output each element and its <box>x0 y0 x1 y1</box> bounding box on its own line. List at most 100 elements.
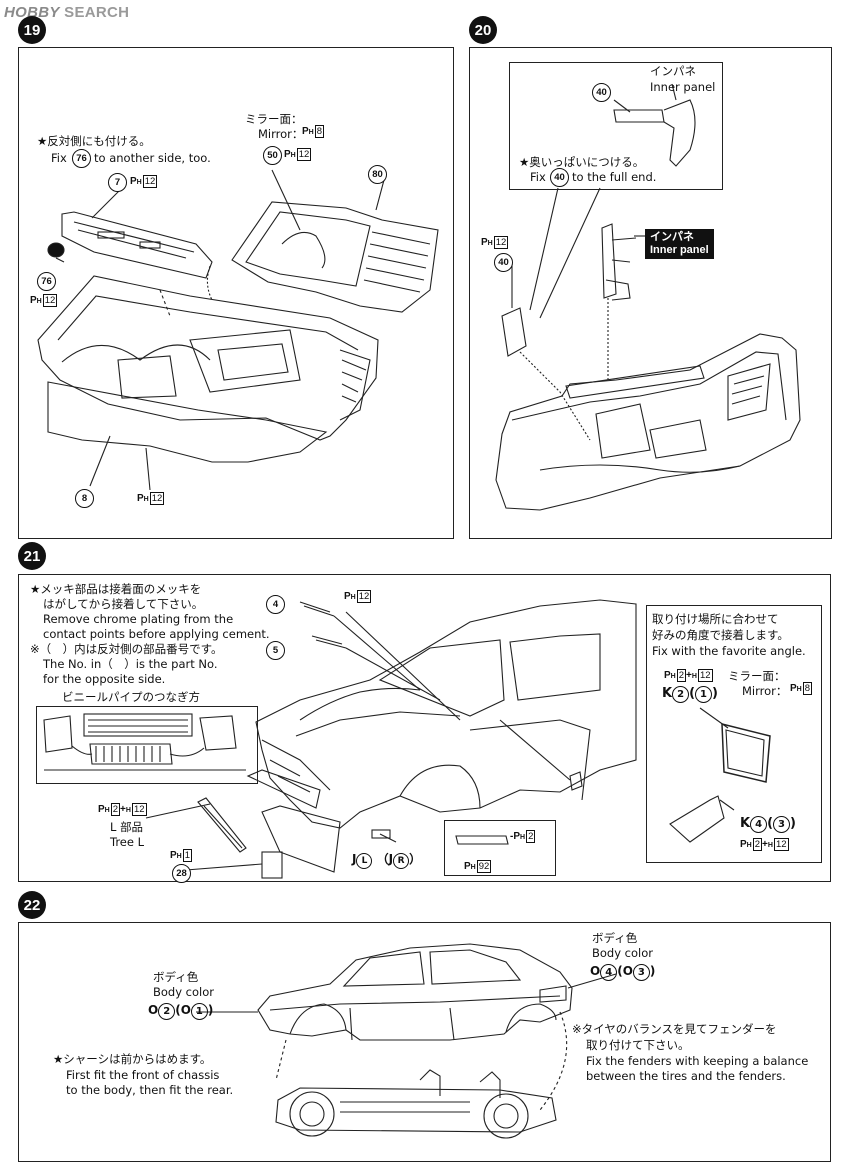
k-4-circle: 4 <box>750 816 768 833</box>
paint-code-2: 2 <box>110 803 121 816</box>
step21-note-6: The No. in（ ）is the part No. <box>43 657 218 671</box>
step21-note-4: contact points before applying cement. <box>43 627 270 641</box>
vinyl-pipe-caption: ビニールパイプのつなぎ方 <box>62 690 200 704</box>
part-4-badge: 4 <box>266 595 285 614</box>
o-letter: O <box>148 1003 159 1017</box>
chassis-note-jp: ★シャーシは前からはめます。 <box>53 1052 212 1066</box>
tree-l-label: Tree L <box>110 835 145 849</box>
step-19-number: 19 <box>18 16 46 44</box>
step20-note-en: to the full end. <box>572 170 657 184</box>
o-letter: O <box>590 964 601 978</box>
part-80-badge: 80 <box>368 165 387 184</box>
h-prefix: H <box>767 842 773 849</box>
step-22-number: 22 <box>18 891 46 919</box>
side-note-en: Fix with the favorite angle. <box>652 644 806 658</box>
chassis-note-en2: to the body, then fit the rear. <box>66 1083 234 1097</box>
o-letter: O <box>622 964 633 978</box>
k-2-circle: 2 <box>672 686 690 703</box>
step19-mirror-en: Mirror： <box>258 127 304 141</box>
o-2-circle: 2 <box>158 1003 176 1020</box>
o-letter: O <box>180 1003 191 1017</box>
fender-note-en1: Fix the fenders with keeping a balance <box>586 1054 809 1068</box>
mirror-angle-callout <box>646 605 822 863</box>
body-color-en-left: Body color <box>153 985 215 999</box>
h-prefix: H <box>691 673 697 680</box>
vinyl-pipe-detail <box>36 706 258 784</box>
paint-code-12: 12 <box>142 175 158 188</box>
step20-note-fix: Fix <box>530 170 546 184</box>
body-color-en-right: Body color <box>592 946 654 960</box>
paint-code-12: 12 <box>149 492 165 505</box>
body-color-jp-left: ボディ色 <box>153 970 199 984</box>
step19-note-en: to another side, too. <box>94 151 211 165</box>
fender-note-en2: between the tires and the fenders. <box>586 1069 786 1083</box>
paint-code-12: 12 <box>296 148 312 161</box>
body-color-jp-right: ボディ色 <box>592 931 638 945</box>
plus-sign: + <box>120 804 126 815</box>
step-20-number: 20 <box>469 16 497 44</box>
paint-code-12: 12 <box>773 838 789 851</box>
step-22-panel <box>18 922 831 1162</box>
step19-note-jp: ★反対側にも付ける。 <box>37 134 151 148</box>
fender-note-jp1: ※タイヤのバランスを見てフェンダーを <box>572 1022 777 1036</box>
k-3-circle: 3 <box>773 816 791 833</box>
step20-inner-panel-label: Inner panel <box>650 80 716 94</box>
fender-note-jp2: 取り付けて下さい。 <box>586 1038 690 1052</box>
step-19-panel <box>18 47 454 539</box>
step19-mirror-face-jp: ミラー面： <box>245 112 303 126</box>
part-40-badge-note: 40 <box>550 168 569 187</box>
inner-panel-tag-jp: インパネ <box>650 231 694 243</box>
j-right-circle: R <box>393 853 410 869</box>
j-right-letter: J <box>388 852 394 866</box>
paint-code-12: 12 <box>697 669 713 682</box>
paint-code-2: 2 <box>752 838 763 851</box>
k-letter: K <box>740 816 751 831</box>
emblem-callout <box>444 820 556 876</box>
l-part-jp: L 部品 <box>110 820 144 834</box>
side-mirror-en: Mirror： <box>742 684 788 698</box>
part-7-badge: 7 <box>108 173 127 192</box>
watermark-brand: HOBBY <box>4 4 60 21</box>
paint-code-12: 12 <box>131 803 147 816</box>
step-20-detail-callout <box>509 62 723 190</box>
plus-sign: + <box>686 670 692 681</box>
part-28-badge: 28 <box>172 864 191 883</box>
paint-code-8: 8 <box>314 125 325 138</box>
j-left-circle: L <box>356 853 373 869</box>
chassis-note-en1: First fit the front of chassis <box>66 1068 220 1082</box>
plus-sign: + <box>762 839 768 850</box>
inner-panel-tag: インパネ Inner panel <box>645 229 714 259</box>
step-21-number: 21 <box>18 542 46 570</box>
o-3-circle: 3 <box>632 964 650 981</box>
paint-code-92: 92 <box>476 860 492 873</box>
inner-panel-tag-en: Inner panel <box>650 244 709 256</box>
side-note-jp2: 好みの角度で接着します。 <box>652 628 789 642</box>
watermark-word: SEARCH <box>64 4 130 21</box>
part-8-badge: 8 <box>75 489 94 508</box>
step21-note-5: ※（ ）内は反対側の部品番号です。 <box>30 642 223 656</box>
step21-note-7: for the opposite side. <box>43 672 166 686</box>
side-note-jp1: 取り付け場所に合わせて <box>652 612 779 626</box>
paint-code-2: 2 <box>526 830 536 843</box>
part-40-badge-callout: 40 <box>592 83 611 102</box>
part-5-badge: 5 <box>266 641 285 660</box>
part-76-badge-lower: 76 <box>37 272 56 291</box>
paint-code-12: 12 <box>493 236 509 249</box>
